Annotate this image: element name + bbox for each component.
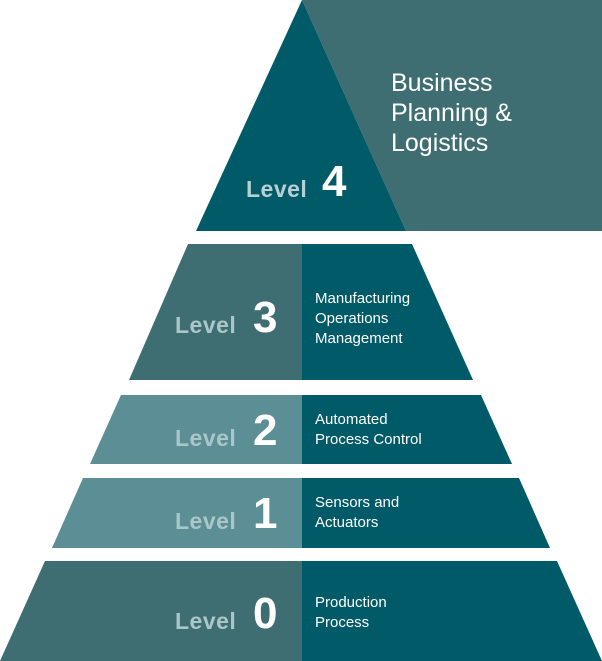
level-0-number: 0 xyxy=(253,589,278,638)
level-1-number: 1 xyxy=(253,489,278,538)
level-1-right-block xyxy=(302,478,550,548)
level-4-number: 4 xyxy=(322,157,347,206)
level-1-description: Sensors and Actuators xyxy=(315,494,400,531)
level-2-number: 2 xyxy=(253,406,278,455)
level-2-description: Automated Process Control xyxy=(315,411,422,448)
level-1-word: Level xyxy=(175,508,237,534)
level-3-right-block xyxy=(302,244,473,380)
level-0-word: Level xyxy=(175,608,237,634)
level-2-left-block xyxy=(90,395,302,464)
level-4-description: Business Planning & Logistics xyxy=(391,69,512,157)
level-4-word: Level xyxy=(246,176,308,202)
level-3-left-block xyxy=(129,244,302,380)
level-3-word: Level xyxy=(175,312,237,338)
level-3-number: 3 xyxy=(253,293,278,342)
level-1-left-block xyxy=(52,478,302,548)
level-0-left-block xyxy=(0,561,302,661)
level-0-description: Production Process xyxy=(315,594,387,631)
level-4-triangle xyxy=(196,0,406,231)
level-4-info-panel xyxy=(302,0,602,231)
level-3-description: Manufacturing Operations Management xyxy=(315,290,411,347)
level-0-right-block xyxy=(302,561,602,661)
level-2-word: Level xyxy=(175,425,237,451)
level-2-right-block xyxy=(302,395,512,464)
